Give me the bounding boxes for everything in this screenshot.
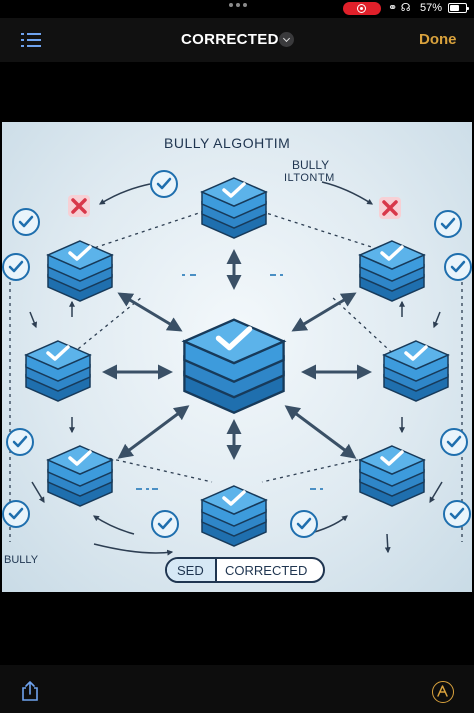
link-icon: ⚭ (388, 1, 398, 14)
figure-title: BULLY ALGOHTIM (164, 135, 291, 151)
corrected-badge: SED CORRECTED (165, 557, 325, 583)
share-icon[interactable] (20, 680, 40, 702)
screen-record-indicator[interactable] (343, 2, 381, 15)
figure-side-label: BULLY (4, 554, 39, 566)
bully-algorithm-illustration (2, 169, 472, 556)
badge-right-text: CORRECTED (225, 563, 308, 578)
done-button[interactable]: Done (419, 31, 457, 48)
markup-icon[interactable] (432, 681, 454, 703)
signal-ticks (136, 274, 323, 490)
headphones-icon: ☊ (400, 1, 411, 14)
status-bar: ⚭ ☊ 57% (0, 0, 474, 18)
status-icons: ⚭ ☊ (388, 1, 411, 14)
battery-percent: 57% (420, 2, 443, 14)
badge-left-text: SED (177, 563, 204, 578)
bottom-toolbar (0, 665, 474, 713)
figure-subtitle-1: BULLY (292, 158, 330, 172)
list-icon[interactable] (21, 33, 41, 47)
navigation-bar: CORRECTED Done (0, 18, 474, 62)
chevron-down-icon[interactable] (279, 32, 294, 47)
document-title[interactable]: CORRECTED (181, 31, 279, 48)
battery-icon (448, 3, 469, 13)
message-arrows (102, 249, 372, 460)
multitask-dots[interactable] (229, 3, 247, 7)
image-preview[interactable]: BULLY ALGOHTIM BULLY ILTONTM BULLY SED C… (2, 122, 472, 592)
flow-arrows (29, 181, 443, 556)
process-nodes (24, 176, 450, 548)
figure-subtitle-2: ILTONTM (284, 172, 335, 184)
